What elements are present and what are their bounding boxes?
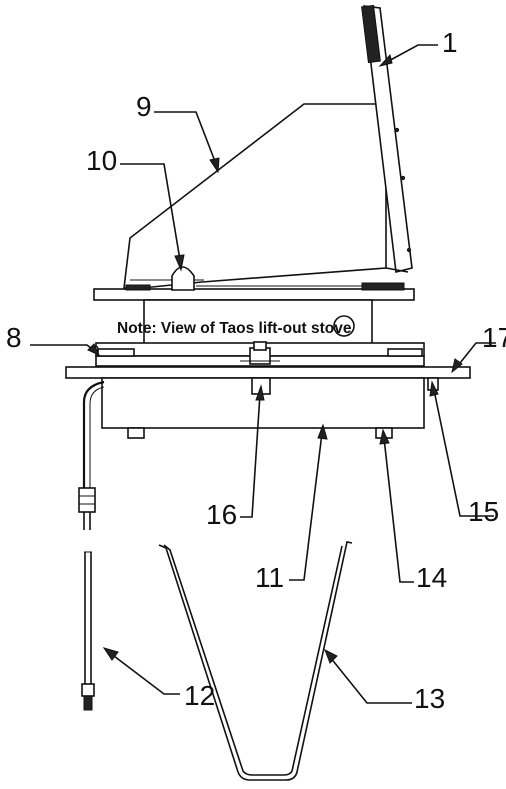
callout-13: 13: [414, 683, 445, 714]
arrow-15: [429, 380, 439, 397]
leader-14: [383, 437, 414, 583]
hinge-bracket-right: [361, 282, 405, 291]
support-stand: [158, 541, 353, 781]
arrowheads: [87, 53, 463, 664]
callout-15: 15: [468, 496, 499, 527]
arrow-11: [317, 423, 328, 440]
leader-10: [120, 163, 181, 261]
grate-clip-left: [97, 348, 135, 357]
arrow-14: [379, 428, 390, 445]
callout-17: 17: [482, 322, 506, 353]
lift-out-stove: [65, 341, 471, 711]
leader-16: [240, 393, 261, 518]
fuel-line-elbow-inner: [89, 386, 105, 488]
burner-box-knob: [333, 315, 355, 337]
callout-labels: 1 9 10 8 17 16 15 11 14 12 13: [6, 27, 506, 714]
hinge-bracket-left: [125, 284, 151, 291]
lid-rivet-3: [406, 247, 412, 253]
callout-16: 16: [206, 499, 237, 530]
note-label: Note: View of Taos lift-out stove: [117, 320, 352, 337]
leader-9: [154, 111, 217, 165]
fuel-line-elbow: [82, 380, 105, 488]
callout-14: 14: [416, 562, 447, 593]
callout-12: 12: [184, 680, 215, 711]
callout-8: 8: [6, 322, 22, 353]
leader-17: [455, 342, 496, 369]
leader-1: [384, 44, 438, 64]
lid-rivet-2: [400, 175, 406, 181]
stand-wire-inner: [163, 544, 343, 776]
lid-rivet-1: [394, 127, 400, 133]
callout-10: 10: [86, 145, 117, 176]
wind-guard-panel: [123, 103, 387, 289]
fuel-line-end-fitting: [81, 683, 95, 697]
arrow-8: [87, 343, 101, 357]
arrow-1: [378, 53, 393, 67]
arrow-17: [451, 358, 463, 374]
leader-12: [109, 652, 180, 695]
main-plate: [65, 366, 471, 379]
foot-left: [127, 427, 145, 439]
callout-1: 1: [442, 27, 458, 58]
fuel-line-tip: [83, 695, 93, 711]
leader-lines: [30, 44, 496, 704]
stand-wire-outer: [158, 541, 353, 781]
arrow-13: [324, 648, 338, 664]
callout-9: 9: [136, 91, 152, 122]
leader-15: [433, 389, 494, 517]
center-valve-cap: [253, 341, 267, 351]
leader-11: [289, 432, 323, 581]
lid-arm: [363, 5, 413, 273]
leader-13: [329, 656, 412, 704]
arrow-9: [209, 157, 220, 174]
grate-clip-right: [387, 348, 423, 357]
callout-11: 11: [255, 562, 284, 593]
arrow-10: [174, 254, 185, 272]
arrow-12: [102, 647, 119, 661]
top-base-plate: [93, 288, 415, 301]
fuel-line-fitting: [78, 487, 96, 513]
lid-support-knob: [171, 266, 195, 291]
lid-assembly-side-view: [93, 4, 415, 355]
lid-handle: [361, 4, 381, 64]
arrow-16: [255, 384, 265, 401]
lid-hinge-link: [385, 267, 409, 273]
leader-8: [30, 344, 97, 353]
